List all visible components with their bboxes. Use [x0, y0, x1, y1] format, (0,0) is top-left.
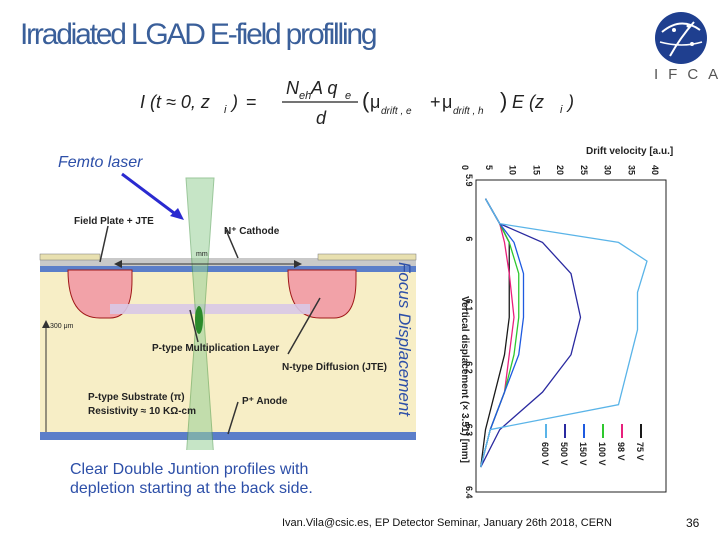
y-tick-label: 6.3 [464, 424, 474, 437]
formula-num-sub2: e [345, 90, 351, 102]
legend-label: 500 V [559, 442, 569, 466]
formula-num-sub: eh [299, 90, 311, 102]
formula-num-rest: A q [310, 78, 337, 98]
logo-text: IFCA [654, 66, 718, 83]
formula-e: E (z [512, 92, 544, 112]
y-tick-label: 6 [464, 236, 474, 241]
y-tick-label: 5.9 [464, 174, 474, 187]
mult-layer-label: P-type Multiplication Layer [152, 343, 279, 354]
x-tick-label: 25 [579, 165, 589, 175]
legend-label: 98 V [616, 442, 626, 461]
field-plate-label: Field Plate + JTE [74, 216, 154, 227]
svg-text:+: + [430, 92, 441, 112]
x-tick-label: 30 [603, 165, 613, 175]
thickness-label: 300 μm [50, 323, 74, 330]
focus-displacement-label: Focus Displacement [395, 262, 414, 417]
formula-lhs: I (t ≈ 0, z [140, 92, 210, 112]
jte-label: N-type Diffusion (JTE) [282, 362, 387, 373]
mm-label: mm [196, 251, 208, 258]
resistivity-label: Resistivity ≈ 10 KΩ-cm [88, 406, 196, 417]
formula-mu2-sub: drift , h [453, 106, 484, 117]
x-tick-label: 35 [626, 165, 636, 175]
formula-mu1: μ [370, 92, 380, 112]
cathode-label: N⁺ Cathode [224, 226, 280, 237]
femto-arrow [121, 172, 179, 218]
x-tick-label: 0 [460, 165, 470, 170]
series-line-3 [480, 198, 525, 468]
legend-label: 100 V [597, 442, 607, 466]
x-tick-label: 40 [650, 165, 660, 175]
drift-velocity-chart: Drift velocity [a.u.] 0 5 10 15 20 25 30 35 40 5… [459, 146, 673, 499]
legend-label: 75 V [635, 442, 645, 461]
formula-e-close: ) [566, 92, 574, 112]
formula-num: N [286, 78, 300, 98]
formula-lhs-close: ) [230, 92, 238, 112]
formula-den: d [316, 108, 327, 128]
x-tick-label: 15 [531, 165, 541, 175]
substrate-label: P-type Substrate (π) [88, 392, 185, 403]
legend-label: 600 V [540, 442, 550, 466]
caption-line2: depletion starting at the back side. [70, 480, 313, 497]
formula-mu2: μ [442, 92, 452, 112]
caption-line1: Clear Double Juntion profiles with [70, 461, 309, 478]
lgad-diagram: Field Plate + JTE N⁺ Cathode mm 300 μm P… [39, 172, 417, 450]
femto-laser-label: Femto laser [58, 154, 143, 171]
slide-title: Irradiated LGAD E-field profilling [20, 18, 378, 51]
formula-mu1-sub: drift , e [381, 106, 412, 117]
chart-ylabel: Vertical displacement (× 3.51) [mm] [459, 296, 470, 463]
svg-text:): ) [500, 88, 507, 113]
formula-e-sub: i [560, 104, 563, 116]
current-formula: I (t ≈ 0, z i ) = N eh A q e d ( μ drift… [140, 78, 574, 128]
y-tick-label: 6.4 [464, 486, 474, 499]
y-tick-label: 6.1 [464, 299, 474, 312]
svg-text:(: ( [362, 88, 370, 113]
formula-eq: = [246, 92, 257, 112]
x-tick-label: 5 [484, 165, 494, 170]
series-line-4 [480, 198, 582, 468]
series-line-5 [480, 198, 648, 468]
footer: Ivan.Vila@csic.es, EP Detector Seminar, … [282, 517, 612, 529]
x-tick-label: 10 [508, 165, 518, 175]
x-tick-label: 20 [555, 165, 565, 175]
y-tick-label: 6.2 [464, 361, 474, 374]
formula-lhs-sub: i [224, 104, 227, 116]
chart-title: Drift velocity [a.u.] [586, 146, 673, 157]
anode-label: P⁺ Anode [242, 396, 288, 407]
legend-label: 150 V [578, 442, 588, 466]
ifca-logo-icon [655, 12, 707, 64]
page-number: 36 [686, 516, 700, 530]
caption: Clear Double Juntion profiles with deple… [70, 460, 313, 498]
